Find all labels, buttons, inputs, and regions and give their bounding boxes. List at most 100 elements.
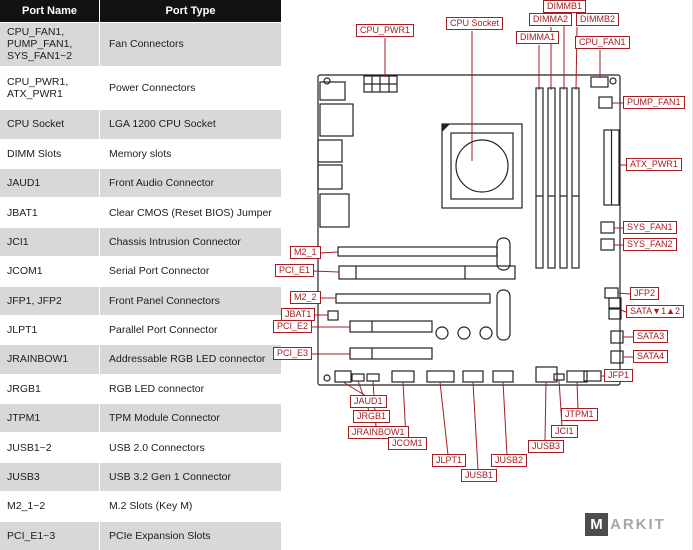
m2-1-slot xyxy=(337,246,498,257)
table-row: JCOM1 Serial Port Connector xyxy=(0,256,281,286)
port-type-cell: Clear CMOS (Reset BIOS) Jumper xyxy=(109,206,272,219)
diagram-label-pci-e3: PCI_E3 xyxy=(273,347,313,360)
m2-2-rail xyxy=(496,289,511,341)
port-name-cell: JTPM1 xyxy=(0,404,100,433)
diagram-label-sys-fan1: SYS_FAN1 xyxy=(623,221,677,234)
port-type-cell: Memory slots xyxy=(109,147,172,160)
diagram-label-jusb1: JUSB1 xyxy=(461,469,498,482)
port-name-cell: JCOM1 xyxy=(0,257,100,286)
jaud1-connector xyxy=(334,370,352,383)
dimm-slots xyxy=(535,87,580,269)
port-name-cell: JBAT1 xyxy=(0,198,100,227)
port-type-cell: PCIe Expansion Slots xyxy=(109,529,211,542)
port-name-cell: JAUD1 xyxy=(0,168,100,198)
cpu-fan1-connector xyxy=(590,76,609,88)
diagram-label-dimmb1: DIMMB1 xyxy=(543,0,587,13)
port-name-cell: JUSB3 xyxy=(0,462,100,492)
sys-fan2-connector xyxy=(600,238,615,251)
cpu-socket-shape xyxy=(441,123,523,209)
markit-logo: M ARKIT xyxy=(585,513,666,536)
port-name-cell: JFP1, JFP2 xyxy=(0,286,100,315)
m2-2-slot xyxy=(335,293,491,304)
diagram-label-sata3: SATA3 xyxy=(633,330,669,343)
port-name-cell: JLPT1 xyxy=(0,315,100,345)
rear-io-block xyxy=(319,193,350,228)
table-row: JUSB3 USB 3.2 Gen 1 Connector xyxy=(0,461,281,492)
jfp2-connector xyxy=(604,287,619,299)
port-type-cell: USB 2.0 Connectors xyxy=(109,441,205,454)
port-name-cell: JUSB1~2 xyxy=(0,433,100,462)
port-type-cell: Serial Port Connector xyxy=(109,265,210,278)
port-name-cell: M2_1~2 xyxy=(0,492,100,521)
diagram-label-sys-fan2: SYS_FAN2 xyxy=(623,238,677,251)
diagram-label-pump-fan1: PUMP_FAN1 xyxy=(623,96,685,109)
diagram-label-dimmb2: DIMMB2 xyxy=(576,13,620,26)
table-row: JAUD1 Front Audio Connector xyxy=(0,167,281,198)
diagram-label-cpu-fan1: CPU_FAN1 xyxy=(575,36,630,49)
diagram-label-sata1-2: SATA▼1▲2 xyxy=(626,305,684,318)
screw-hole xyxy=(609,77,617,85)
port-name-cell: JRGB1 xyxy=(0,374,100,404)
rear-io-block xyxy=(317,164,343,190)
pci-e3-slot xyxy=(349,347,433,360)
table-row: PCI_E1~3 PCIe Expansion Slots xyxy=(0,520,281,550)
table-row: DIMM Slots Memory slots xyxy=(0,138,281,168)
jlpt1-connector xyxy=(426,370,455,383)
capacitor xyxy=(435,326,449,340)
port-type-cell: Addressable RGB LED connector xyxy=(109,353,266,366)
port-type-cell: Fan Connectors xyxy=(109,38,184,51)
board-edge xyxy=(317,74,621,386)
diagram-label-sata4: SATA4 xyxy=(633,350,669,363)
jbat1-jumper xyxy=(327,310,339,321)
header-port-type: Port Type xyxy=(165,5,216,17)
table-row: CPU_FAN1, PUMP_FAN1, SYS_FAN1~2 Fan Conn… xyxy=(0,22,281,66)
port-name-cell: CPU_PWR1, ATX_PWR1 xyxy=(0,66,100,110)
port-type-cell: USB 3.2 Gen 1 Connector xyxy=(109,471,231,484)
port-type-cell: Front Panel Connectors xyxy=(109,294,220,307)
table-row: M2_1~2 M.2 Slots (Key M) xyxy=(0,491,281,521)
sata2-port xyxy=(608,308,622,320)
sata4-port xyxy=(610,350,624,364)
sata3-port xyxy=(610,330,624,344)
port-type-cell: M.2 Slots (Key M) xyxy=(109,500,193,513)
diagram-label-jcom1: JCOM1 xyxy=(388,437,427,450)
port-name-cell: PCI_E1~3 xyxy=(0,521,100,550)
rear-io-block xyxy=(319,81,346,101)
table-row: JTPM1 TPM Module Connector xyxy=(0,403,281,433)
jusb2-connector xyxy=(492,370,514,383)
diagram-label-pci-e1: PCI_E1 xyxy=(275,264,315,277)
port-type-cell: TPM Module Connector xyxy=(109,412,220,425)
pump-fan1-connector xyxy=(598,96,613,109)
diagram-label-dimma1: DIMMA1 xyxy=(516,31,560,44)
jci1-connector xyxy=(553,373,565,381)
jcom1-connector xyxy=(391,370,415,383)
port-name-cell: JCI1 xyxy=(0,227,100,257)
jusb1-connector xyxy=(462,370,484,383)
port-type-cell: RGB LED connector xyxy=(109,382,205,395)
table-header-row: Port Name Port Type xyxy=(0,0,281,22)
diagram-label-jfp1: JFP1 xyxy=(604,369,634,382)
diagram-label-jci1: JCI1 xyxy=(551,425,578,438)
table-row: CPU_PWR1, ATX_PWR1 Power Connectors xyxy=(0,65,281,110)
diagram-label-dimma2: DIMMA2 xyxy=(529,13,573,26)
port-name-cell: CPU Socket xyxy=(0,110,100,139)
jrgb1-connector xyxy=(351,373,365,382)
port-type-cell: Parallel Port Connector xyxy=(109,324,218,337)
capacitor xyxy=(457,326,471,340)
table-row: JBAT1 Clear CMOS (Reset BIOS) Jumper xyxy=(0,197,281,227)
markit-logo-letter: M xyxy=(585,513,608,536)
markit-logo-text: ARKIT xyxy=(610,516,666,533)
port-type-cell: Power Connectors xyxy=(109,81,196,94)
motherboard-outline xyxy=(317,74,624,386)
capacitor xyxy=(479,326,493,340)
diagram-label-atx-pwr1: ATX_PWR1 xyxy=(626,158,682,171)
table-row: JRAINBOW1 Addressable RGB LED connector xyxy=(0,344,281,374)
diagram-label-jfp2: JFP2 xyxy=(630,287,660,300)
port-name-cell: JRAINBOW1 xyxy=(0,345,100,374)
table-row: JRGB1 RGB LED connector xyxy=(0,373,281,404)
port-name-cell: CPU_FAN1, PUMP_FAN1, SYS_FAN1~2 xyxy=(0,23,100,66)
sata1-port xyxy=(608,297,622,309)
m2-1-rail xyxy=(496,237,511,271)
table-row: JUSB1~2 USB 2.0 Connectors xyxy=(0,432,281,462)
